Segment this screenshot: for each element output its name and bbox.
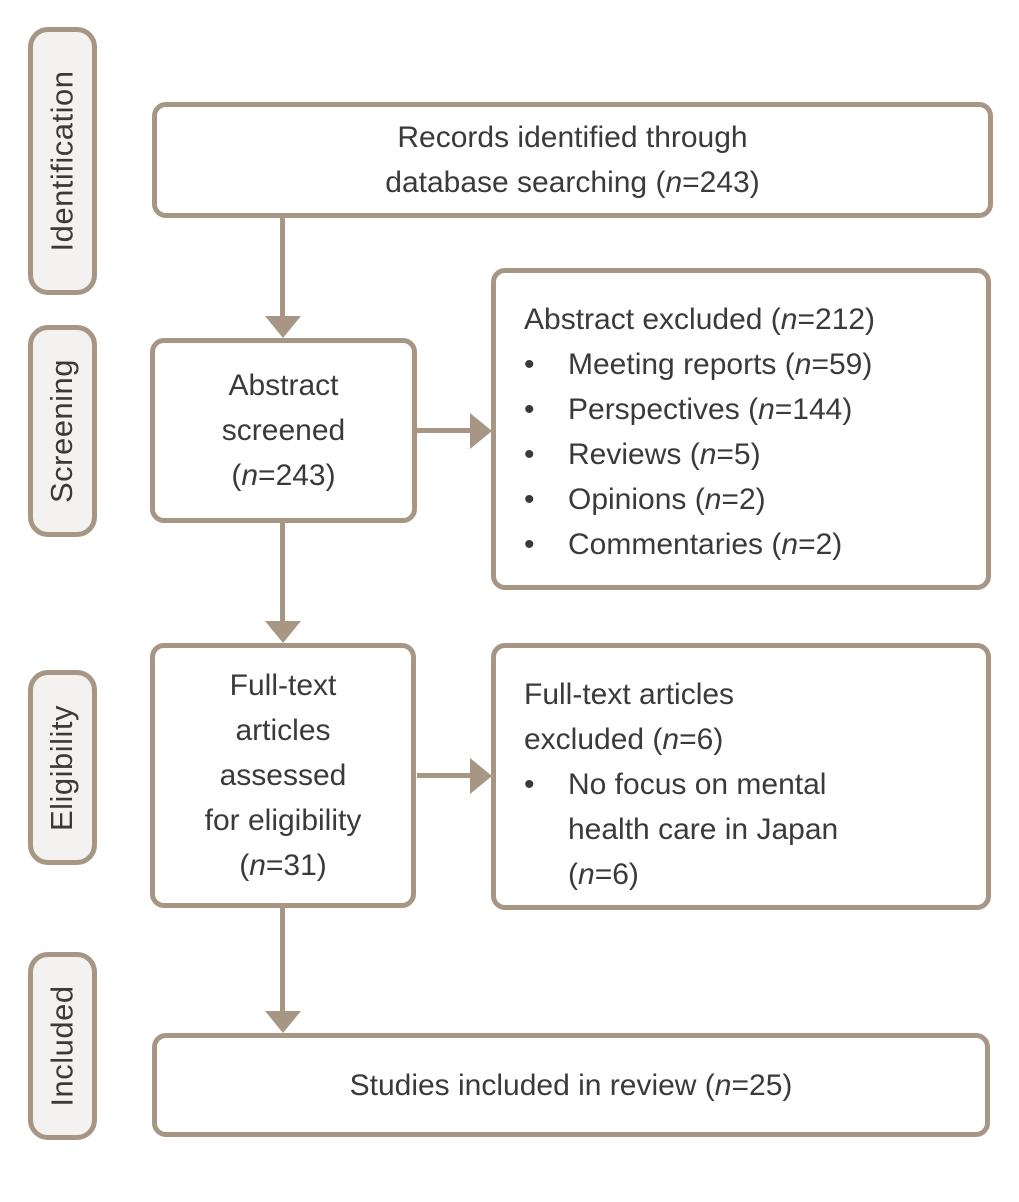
- exclusion-list: • No focus on mental health care in Japa…: [524, 762, 970, 897]
- stage-box-eligibility: Eligibility: [28, 670, 97, 865]
- bullet-icon: •: [524, 483, 535, 516]
- exclusion-item: • Reviews (n=5): [524, 432, 970, 477]
- box-abstract-excluded: Abstract excluded (n=212) • Meeting repo…: [491, 268, 991, 590]
- arrow-stem: [280, 523, 285, 625]
- box-text-line: (n=243): [231, 459, 336, 492]
- exclusion-title: Abstract excluded (n=212): [524, 303, 876, 336]
- arrow-head-right-icon: [470, 413, 492, 449]
- arrow-head-down-icon: [265, 316, 301, 338]
- arrow-stem: [280, 218, 285, 320]
- exclusion-item: • Perspectives (n=144): [524, 387, 970, 432]
- exclusion-item-text: Commentaries (n=2): [568, 528, 843, 561]
- box-fulltext-assessed: Full-text articles assessed for eligibil…: [150, 643, 416, 908]
- exclusion-item-text: Perspectives (n=144): [568, 393, 853, 426]
- stage-label-screening: Screening: [44, 358, 80, 504]
- exclusion-item-text: Opinions (n=2): [568, 483, 766, 516]
- stage-box-included: Included: [28, 952, 97, 1140]
- exclusion-item: • Opinions (n=2): [524, 477, 970, 522]
- arrow-stem: [417, 773, 473, 778]
- box-text-line: Abstract: [228, 369, 339, 402]
- bullet-icon: •: [524, 528, 535, 561]
- box-text-line: assessed: [219, 759, 347, 792]
- stage-box-identification: Identification: [28, 27, 97, 295]
- exclusion-item: • Meeting reports (n=59): [524, 342, 970, 387]
- box-text-line: Records identified through: [397, 121, 748, 154]
- box-text-line: articles: [235, 714, 331, 747]
- box-text-line: database searching (n=243): [385, 166, 760, 199]
- exclusion-title-line: Full-text articles: [524, 678, 735, 711]
- stage-label-included: Included: [44, 985, 80, 1107]
- arrow-stem: [280, 908, 285, 1015]
- exclusion-item-text: No focus on mental health care in Japan …: [568, 768, 839, 891]
- exclusion-item: • No focus on mental health care in Japa…: [524, 762, 970, 897]
- box-records-identified: Records identified through database sear…: [152, 102, 993, 218]
- bullet-icon: •: [524, 438, 535, 471]
- exclusion-item: • Commentaries (n=2): [524, 522, 970, 567]
- bullet-icon: •: [524, 348, 535, 381]
- box-text-line: Full-text: [229, 669, 337, 702]
- stage-label-identification: Identification: [44, 70, 80, 252]
- arrow-head-right-icon: [470, 758, 492, 794]
- box-fulltext-excluded: Full-text articles excluded (n=6) • No f…: [491, 643, 991, 910]
- arrow-head-down-icon: [265, 1011, 301, 1033]
- exclusion-item-text: Reviews (n=5): [568, 438, 761, 471]
- box-studies-included: Studies included in review (n=25): [152, 1033, 990, 1137]
- arrow-head-down-icon: [265, 621, 301, 643]
- bullet-icon: •: [524, 393, 535, 426]
- box-text-line: (n=31): [239, 849, 327, 882]
- box-text-line: screened: [221, 414, 346, 447]
- exclusion-title-line: excluded (n=6): [524, 723, 724, 756]
- stage-label-eligibility: Eligibility: [44, 704, 80, 831]
- box-text-line: Studies included in review (n=25): [349, 1068, 793, 1102]
- bullet-icon: •: [524, 768, 535, 801]
- stage-box-screening: Screening: [28, 325, 97, 537]
- box-text-line: for eligibility: [204, 804, 362, 837]
- box-abstract-screened: Abstract screened (n=243): [150, 338, 417, 523]
- exclusion-item-text: Meeting reports (n=59): [568, 348, 873, 381]
- exclusion-list: • Meeting reports (n=59) • Perspectives …: [524, 342, 970, 567]
- arrow-stem: [417, 428, 473, 433]
